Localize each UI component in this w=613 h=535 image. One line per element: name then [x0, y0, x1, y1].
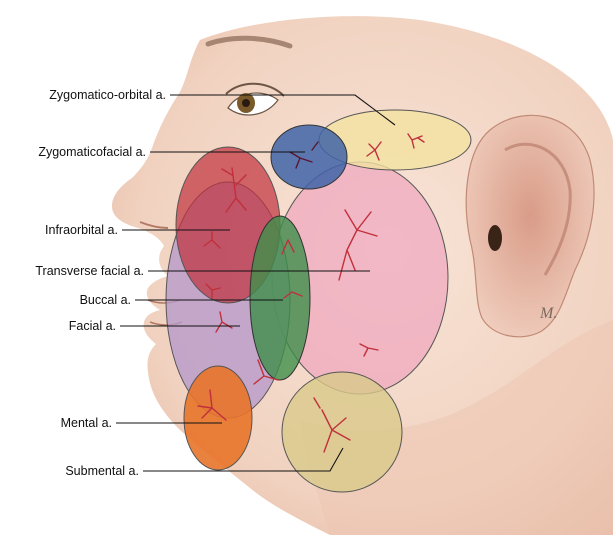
leader-zygomatico-orbital — [170, 94, 396, 126]
label-buccal: Buccal a. — [80, 293, 131, 307]
label-submental: Submental a. — [65, 464, 139, 478]
label-facial: Facial a. — [69, 319, 116, 333]
label-infraorbital: Infraorbital a. — [45, 223, 118, 237]
jaw-shadow — [300, 320, 613, 535]
leader-lines — [116, 94, 396, 472]
territory-zygomaticofacial — [270, 124, 348, 190]
territory-submental — [281, 371, 403, 493]
label-zygomatico-orbital: Zygomatico-orbital a. — [49, 88, 166, 102]
label-zygomaticofacial: Zygomaticofacial a. — [38, 145, 146, 159]
territory-mental — [183, 365, 253, 471]
eyebrow — [205, 35, 293, 49]
ear — [465, 114, 595, 338]
label-transverse-facial: Transverse facial a. — [35, 264, 144, 278]
eye — [225, 82, 285, 116]
leader-submental — [143, 447, 344, 472]
vessel-branches — [197, 133, 425, 453]
artist-signature: M. — [539, 305, 557, 322]
territory-buccal — [249, 215, 311, 381]
label-mental: Mental a. — [61, 416, 112, 430]
labels: Zygomatico-orbital a. Zygomaticofacial a… — [35, 88, 166, 478]
nostril — [139, 221, 169, 229]
